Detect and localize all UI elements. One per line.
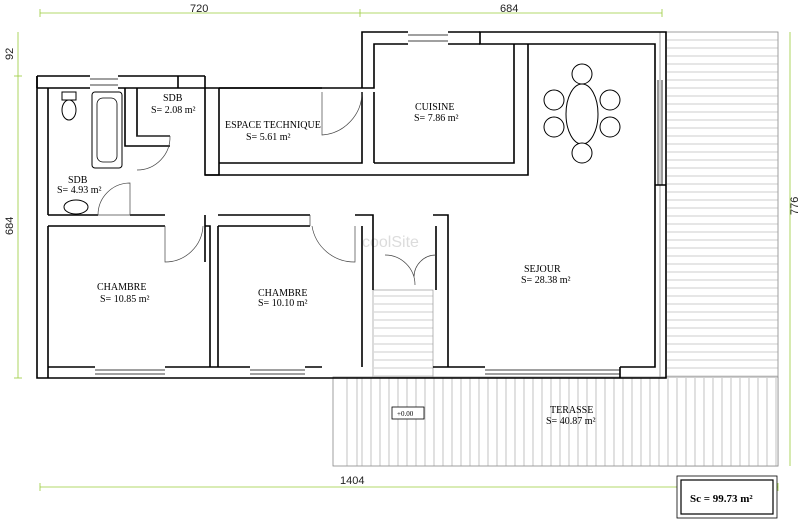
dim-bottom-total: 1404 xyxy=(340,475,364,487)
cuisine-name: CUISINE xyxy=(415,102,454,113)
toilet-bowl xyxy=(61,99,77,121)
chambre-2-name: CHAMBRE xyxy=(258,288,307,299)
bathtub xyxy=(91,91,123,169)
level-marker: +0.00 xyxy=(391,406,425,420)
espace-technique-area: S= 5.61 m² xyxy=(246,132,290,143)
dim-left-main: 684 xyxy=(4,217,16,235)
terrace-side-steps xyxy=(346,377,358,466)
dim-right-main: 776 xyxy=(789,197,800,215)
level-marker-text: +0.00 xyxy=(397,410,414,418)
dining-table xyxy=(565,83,599,145)
dim-top-left: 720 xyxy=(190,3,208,15)
terrace-decking-bottom xyxy=(332,376,779,467)
sdb-left-name: SDB xyxy=(68,175,88,186)
espace-technique-name: ESPACE TECHNIQUE xyxy=(225,120,321,131)
chambre-1-area: S= 10.85 m² xyxy=(100,294,149,305)
interior-walls xyxy=(47,44,666,378)
cuisine-area: S= 7.86 m² xyxy=(414,113,458,124)
total-area-box: Sc = 99.73 m² xyxy=(676,475,778,519)
sink xyxy=(63,199,89,215)
sdb-left-area: S= 4.93 m² xyxy=(57,185,101,196)
doors xyxy=(97,91,437,286)
dimension-lines xyxy=(14,9,791,491)
terasse-area: S= 40.87 m² xyxy=(546,416,595,427)
watermark: coolSite xyxy=(362,234,419,251)
dim-left-small: 92 xyxy=(4,48,16,60)
sdb-top-area: S= 2.08 m² xyxy=(151,105,195,116)
exterior-walls xyxy=(36,31,667,379)
sejour-area: S= 28.38 m² xyxy=(521,275,570,286)
chambre-1-name: CHAMBRE xyxy=(97,282,146,293)
dim-top-right: 684 xyxy=(500,3,518,15)
sdb-top-name: SDB xyxy=(163,93,183,104)
toilet-tank xyxy=(61,91,77,101)
entrance-deck xyxy=(372,289,434,378)
sejour-name: SEJOUR xyxy=(524,264,561,275)
windows xyxy=(90,34,663,375)
dining-table-set xyxy=(543,63,621,164)
chambre-2-area: S= 10.10 m² xyxy=(258,298,307,309)
total-area-text: Sc = 99.73 m² xyxy=(690,493,753,505)
bathroom-fixtures xyxy=(61,91,123,215)
terasse-name: TERASSE xyxy=(550,405,593,416)
